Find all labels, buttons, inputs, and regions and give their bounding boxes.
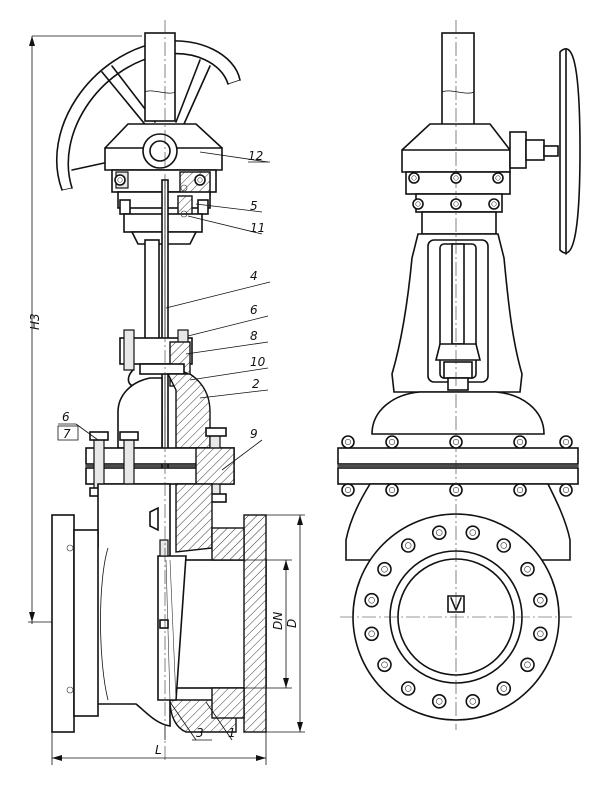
end-flange-bolt-hole	[500, 542, 508, 549]
dim-dn-label: DN	[271, 612, 285, 630]
end-flange-bolt-hole	[537, 596, 544, 604]
end-flange-bolt-hole	[537, 630, 544, 638]
end-flange-bolt-hole	[404, 685, 412, 692]
dimensions: H3 L DN D	[28, 35, 305, 765]
end-flange-bolt-hole	[524, 565, 531, 573]
callout-11: 11	[250, 221, 265, 235]
flange-nut-bottom	[559, 483, 573, 497]
gearbox-bolt-lower-hole	[491, 201, 497, 207]
callout-5: 5	[250, 199, 258, 213]
gearbox-bolt-hole	[453, 175, 459, 181]
flange-nut-bottom	[513, 483, 527, 497]
end-flange-bolt	[377, 561, 392, 577]
end-flange-bolt	[520, 657, 535, 673]
end-flange-bolt-hole	[500, 685, 508, 692]
front-view	[337, 20, 581, 730]
flange-nut-top-hole	[344, 438, 351, 445]
callout-4: 4	[250, 269, 258, 283]
end-flange-bolt-hole	[404, 542, 412, 549]
callout-1: 1	[228, 726, 236, 740]
callout-7: 7	[63, 427, 71, 441]
gearbox-bolt-left-hole	[197, 177, 203, 183]
flange-nut-top-hole	[452, 438, 459, 445]
flange-nut-bottom	[341, 483, 355, 497]
flange-nut-top	[513, 435, 527, 449]
flange-nut-bottom-hole	[516, 486, 523, 493]
callout-12: 12	[248, 149, 263, 163]
bonnet-left	[166, 373, 211, 449]
end-flange-bolt	[496, 681, 512, 696]
gearbox-bolt-left-hole	[117, 177, 123, 183]
section-view	[51, 20, 267, 760]
gearbox-bolt-lower-hole	[453, 201, 459, 207]
flange-nut-bottom	[385, 483, 399, 497]
end-flange-bolt-hole	[524, 661, 531, 669]
end-flange-bolt-hole	[368, 630, 375, 638]
flange-nut-top	[341, 435, 355, 449]
gearbox-bolt-lower	[450, 198, 462, 210]
end-flange-bolt-hole	[469, 698, 477, 705]
callout-9: 9	[250, 427, 258, 441]
end-flange-bolt	[465, 525, 481, 540]
gearbox-bolt-lower-hole	[415, 201, 421, 207]
gearbox-bolt	[450, 172, 462, 184]
callout-8: 8	[250, 329, 258, 343]
callout-6: 6	[250, 303, 258, 317]
end-flange-bolt	[400, 538, 416, 553]
dim-l-label: L	[155, 743, 162, 757]
top-stem-left	[144, 32, 176, 122]
end-flange-bolt-hole	[381, 565, 388, 573]
flange-nut-bottom	[449, 483, 463, 497]
flange-nut-top-hole	[516, 438, 523, 445]
flange-nut-top	[385, 435, 399, 449]
flange-nut-bottom-hole	[344, 486, 351, 493]
end-flange-bolt-hole	[435, 529, 443, 536]
flange-nut-top-hole	[562, 438, 569, 445]
end-flange-bolt	[364, 626, 379, 642]
flange-nut-top	[559, 435, 573, 449]
end-flange-bolt-hole	[469, 529, 477, 536]
callout-2: 2	[252, 377, 260, 391]
callout-3: 3	[196, 726, 204, 740]
gearbox-bolt-hole	[495, 175, 501, 181]
bolt-group	[114, 172, 573, 709]
end-flange-bolt-hole	[435, 698, 443, 705]
dim-d-label: D	[285, 619, 299, 628]
flange-nut-top-hole	[388, 438, 395, 445]
end-flange-bolt	[377, 657, 392, 673]
flange-nut-bottom-hole	[388, 486, 395, 493]
end-flange-bolt-hole	[368, 596, 375, 604]
end-flange-bolt	[533, 626, 548, 642]
end-flange-bolt	[431, 525, 447, 540]
gearbox-bolt-hole	[411, 175, 417, 181]
dim-h3-label: H3	[28, 313, 42, 330]
gearbox-bolt-left	[194, 174, 206, 186]
end-flange-bolt-hole	[381, 661, 388, 669]
gearbox-bolt-left	[114, 174, 126, 186]
gearbox-bolt-lower	[412, 198, 424, 210]
gearbox-bolt	[408, 172, 420, 184]
flange-nut-top	[449, 435, 463, 449]
flange-nut-bottom-hole	[452, 486, 459, 493]
end-flange-bolt	[400, 681, 416, 696]
handwheel-left	[56, 40, 241, 191]
gearbox-bolt	[492, 172, 504, 184]
gearbox-bolt-lower	[488, 198, 500, 210]
callouts: 12 5 11 4 6 8 10 2 6 7 9 3 1	[57, 149, 271, 741]
end-flange-bolt	[533, 592, 548, 608]
callout-6-lower: 6	[62, 410, 70, 424]
end-flange-bolt	[364, 592, 379, 608]
end-flange-bolt	[465, 694, 481, 709]
callout-10: 10	[250, 355, 266, 369]
flange-nut-bottom-hole	[562, 486, 569, 493]
end-flange-bolt	[431, 694, 447, 709]
end-flange-bolt	[520, 561, 535, 577]
body-left	[51, 483, 267, 733]
end-flange-bolt	[496, 538, 512, 553]
